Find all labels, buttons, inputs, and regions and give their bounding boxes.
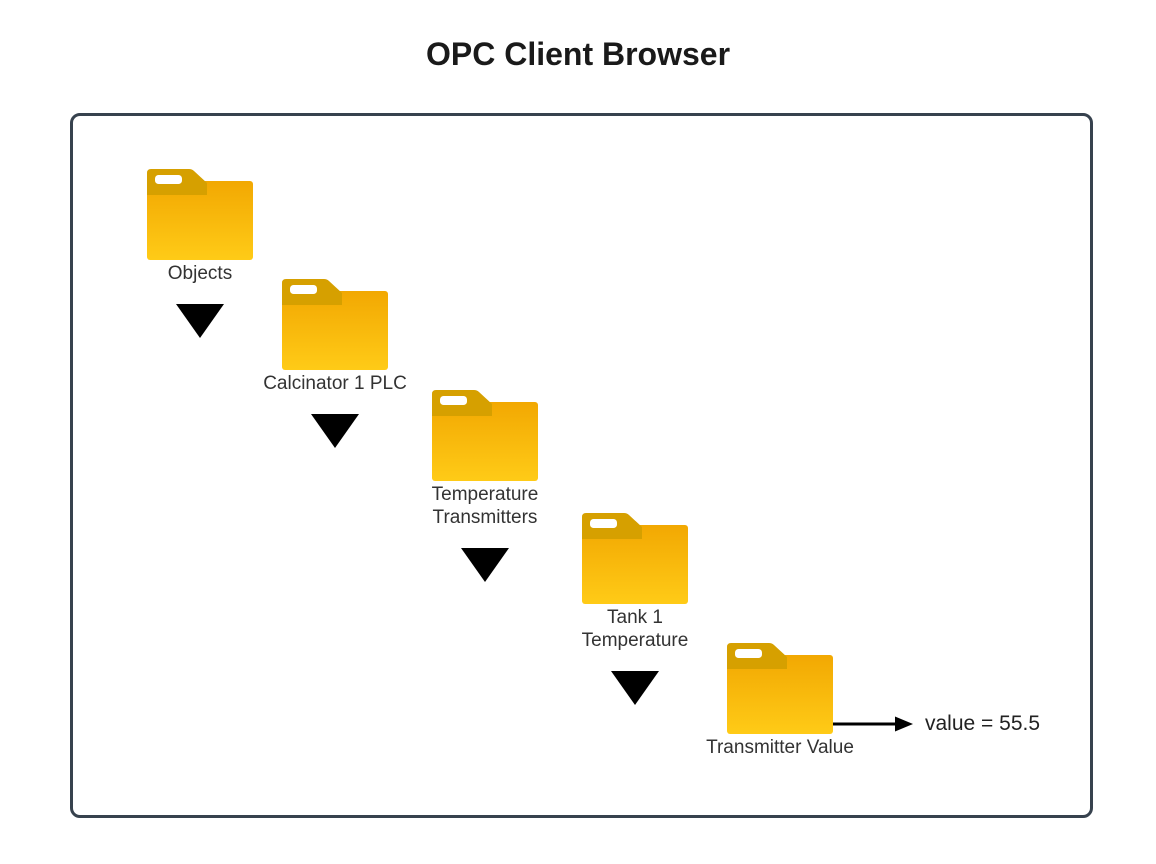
- node-label-line: Transmitters: [432, 507, 538, 528]
- value-pointer-arrow-icon: [833, 716, 913, 732]
- folder-icon[interactable]: [147, 169, 253, 260]
- node-label-line: Calcinator 1 PLC: [263, 373, 407, 394]
- folder-icon[interactable]: [282, 279, 388, 370]
- expand-arrow-icon[interactable]: [311, 414, 359, 448]
- tree-node-transmitter-value: Transmitter Value: [680, 643, 880, 759]
- page-title: OPC Client Browser: [425, 36, 731, 72]
- folder-slot: [590, 519, 617, 528]
- folder-slot: [290, 285, 317, 294]
- expand-arrow-icon[interactable]: [461, 548, 509, 582]
- node-label-line: Temperature: [581, 630, 689, 651]
- node-label: Transmitter Value: [706, 736, 854, 759]
- node-label-line: Tank 1: [607, 607, 663, 628]
- folder-slot: [735, 649, 762, 658]
- folder-icon[interactable]: [432, 390, 538, 481]
- folder-slot: [155, 175, 182, 184]
- expand-arrow-icon[interactable]: [176, 304, 224, 338]
- tree-node-temperature-transmitters: Temperature Transmitters: [385, 390, 585, 582]
- node-label: Temperature Transmitters: [432, 483, 539, 529]
- folder-body: [727, 655, 833, 734]
- folder-body: [282, 291, 388, 370]
- tree-node-objects: Objects: [100, 169, 300, 338]
- folder-slot: [440, 396, 467, 405]
- folder-icon[interactable]: [582, 513, 688, 604]
- folder-body: [582, 525, 688, 604]
- expand-arrow-icon[interactable]: [611, 671, 659, 705]
- tree-node-calcinator-1-plc: Calcinator 1 PLC: [235, 279, 435, 448]
- node-label-line: Temperature: [431, 484, 539, 505]
- node-label-line: Transmitter Value: [706, 737, 854, 758]
- value-readout: value = 55.5: [925, 712, 1041, 735]
- folder-body: [147, 181, 253, 260]
- folder-body: [432, 402, 538, 481]
- node-label: Objects: [168, 262, 232, 285]
- node-label: Tank 1 Temperature: [582, 606, 689, 652]
- tree-node-tank-1-temperature: Tank 1 Temperature: [535, 513, 735, 705]
- node-label-line: Objects: [167, 263, 233, 284]
- node-label: Calcinator 1 PLC: [263, 372, 407, 395]
- folder-icon[interactable]: [727, 643, 833, 734]
